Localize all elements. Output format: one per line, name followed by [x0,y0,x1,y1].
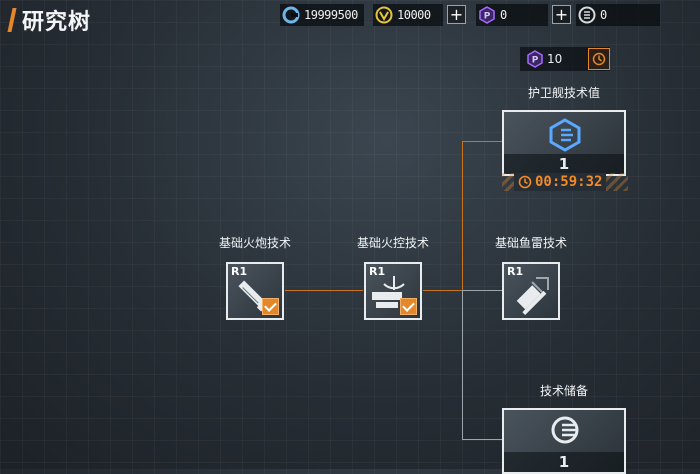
add-purple-button[interactable]: + [552,5,571,24]
timer-icon [518,175,532,189]
torpedo-launcher-icon [516,277,549,315]
fire-control-rank: R1 [369,265,386,278]
radar-icon [372,276,405,308]
artillery-rank: R1 [231,265,248,278]
currency-purple-value: 0 [500,8,507,22]
currency-silver-value: 0 [600,8,607,22]
link-artillery-firecontrol [285,290,363,291]
fire-control-node[interactable]: R1 [364,262,422,320]
artillery-label: 基础火炮技术 [218,236,291,250]
completed-check-icon [400,298,417,315]
escort-tech-level: 1 [504,154,624,174]
currency-purple: P 0 [476,4,548,26]
title-accent [7,8,17,32]
speedup-button[interactable] [588,48,610,70]
title-bar: 研究树 [7,5,92,35]
torpedo-label: 基础鱼雷技术 [494,236,567,250]
gold-coin-icon [375,6,393,24]
research-cost-value: 10 [547,52,563,66]
page-title: 研究树 [22,10,92,35]
currency-gear: 19999500 [280,4,364,26]
currency-silver: 0 [576,4,660,26]
reserve-label: 技术储备 [539,384,588,398]
link-trunk-down [462,291,463,440]
silver-token-icon [578,6,596,24]
reserve-node[interactable]: 1 [502,408,626,474]
reserve-level: 1 [504,452,624,472]
currency-gold-value: 10000 [397,8,431,22]
artillery-node[interactable]: R1 [226,262,284,320]
svg-text:P: P [532,56,539,66]
escort-shield-icon [549,118,581,152]
link-firecontrol-trunk [423,290,463,291]
escort-tech-node[interactable]: 1 [502,110,626,176]
reserve-gear-icon [551,416,579,444]
link-trunk-escort [462,141,502,142]
escort-tech-label: 护卫舰技术值 [527,86,600,100]
link-trunk-reserve [462,439,502,440]
link-trunk-up [462,141,463,291]
research-timer: 00:59:32 [502,173,628,191]
clock-icon [592,52,606,66]
research-cost: P 10 [520,47,610,71]
purple-chip-icon: P [527,50,543,68]
timer-text: 00:59:32 [535,174,603,190]
purple-chip-icon: P [479,6,495,24]
fire-control-label: 基础火控技术 [356,236,429,250]
link-trunk-torpedo [462,290,502,291]
svg-text:P: P [484,12,491,22]
completed-check-icon [262,298,279,315]
currency-gold: 10000 [373,4,443,26]
add-gold-button[interactable]: + [447,5,466,24]
currency-gear-value: 19999500 [304,8,358,22]
torpedo-rank: R1 [507,265,524,278]
gear-coin-icon [282,6,300,24]
torpedo-node[interactable]: R1 [502,262,560,320]
